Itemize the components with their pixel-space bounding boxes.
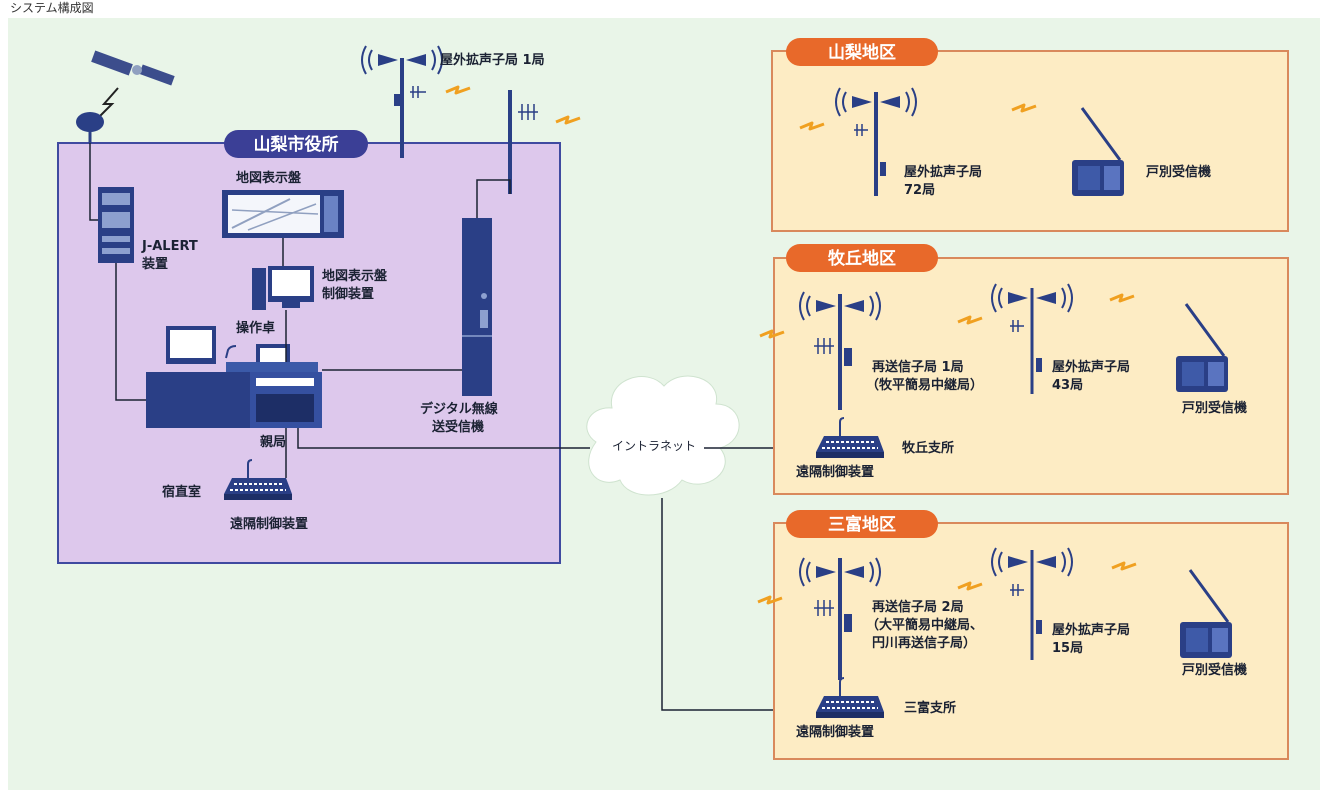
city-hall-header: [224, 130, 368, 158]
district-mitomi-relay-icon: [799, 557, 881, 680]
district-makioka-relay-label: 再送信子局 1局: [872, 359, 964, 375]
district-makioka-speaker-icon: [991, 283, 1073, 394]
digital-radio-label: デジタル無線: [420, 401, 499, 417]
city-hall-title: 山梨市役所: [254, 134, 339, 155]
district-makioka-receiver-label: 戸別受信機: [1182, 400, 1247, 416]
digital-radio-icon: [462, 218, 492, 396]
district-yamanashi-speaker-icon: [835, 87, 917, 196]
night-room-label: 宿直室: [162, 484, 201, 500]
district-yamanashi-panel: 山梨地区: [771, 38, 1289, 232]
console-label: 操作卓: [236, 320, 275, 336]
city-hall-wiring: [89, 143, 590, 478]
district-makioka-remote-label: 遠隔制御装置: [796, 464, 874, 480]
district-mitomi-title: 三富地区: [828, 514, 896, 535]
district-makioka-header: [786, 244, 938, 272]
night-room-remote-label: 遠隔制御装置: [230, 516, 308, 532]
district-mitomi-receiver-label: 戸別受信機: [1182, 662, 1247, 678]
district-makioka-title: 牧丘地区: [828, 248, 896, 269]
map-board-label: 地図表示盤: [236, 170, 302, 186]
j-alert-label: J-ALERT: [141, 239, 198, 254]
intranet-cloud: イントラネット: [586, 375, 740, 496]
district-mitomi-remote-label: 遠隔制御装置: [796, 724, 874, 740]
digital-radio-label-2: 送受信機: [431, 419, 484, 435]
map-controller-label: 地図表示盤: [322, 268, 388, 284]
district-mitomi-speaker-label: 屋外拡声子局: [1052, 622, 1130, 638]
district-yamanashi-title: 山梨地区: [828, 42, 896, 63]
district-mitomi-relay-sub: （大平簡易中継局、: [866, 617, 983, 633]
district-mitomi-relay-label: 再送信子局 2局: [872, 599, 964, 615]
district-yamanashi-header: [786, 38, 938, 66]
city-hall-outdoor-speaker-icon: [361, 45, 443, 158]
city-hall-outdoor-speaker-label: 屋外拡声子局 1局: [440, 52, 545, 68]
district-mitomi-speaker-count: 15局: [1052, 641, 1083, 656]
intranet-label: イントラネット: [612, 439, 696, 453]
operation-console-icon: [146, 326, 322, 428]
district-mitomi-branch-label: 三富支所: [904, 700, 956, 716]
master-station-label: 親局: [260, 434, 286, 450]
district-mitomi-speaker-icon: [991, 547, 1073, 660]
district-makioka-speaker-count: 43局: [1052, 378, 1083, 393]
district-makioka-relay-sub: （牧平簡易中継局）: [866, 377, 983, 393]
j-alert-device-icon: [98, 187, 134, 263]
satellite-dish-icon: [76, 112, 104, 143]
j-alert-label-2: 装置: [141, 256, 168, 272]
district-yamanashi-speaker-count: 72局: [904, 183, 935, 198]
district-yamanashi-receiver-label: 戸別受信機: [1146, 164, 1211, 180]
top-caption: システム構成図: [10, 1, 94, 15]
district-mitomi-relay-sub-2: 円川再送信子局）: [872, 635, 976, 651]
district-makioka-relay-icon: [799, 291, 881, 410]
map-controller-icon: [252, 266, 314, 310]
district-mitomi-header: [786, 510, 938, 538]
map-controller-label-2: 制御装置: [322, 286, 374, 302]
antenna-mast-icon: [508, 90, 538, 194]
district-makioka-speaker-label: 屋外拡声子局: [1052, 359, 1130, 375]
district-makioka-branch-label: 牧丘支所: [902, 440, 954, 456]
satellite-icon: [91, 50, 175, 119]
district-yamanashi-speaker-label: 屋外拡声子局: [904, 164, 982, 180]
map-board-icon: [222, 190, 344, 238]
